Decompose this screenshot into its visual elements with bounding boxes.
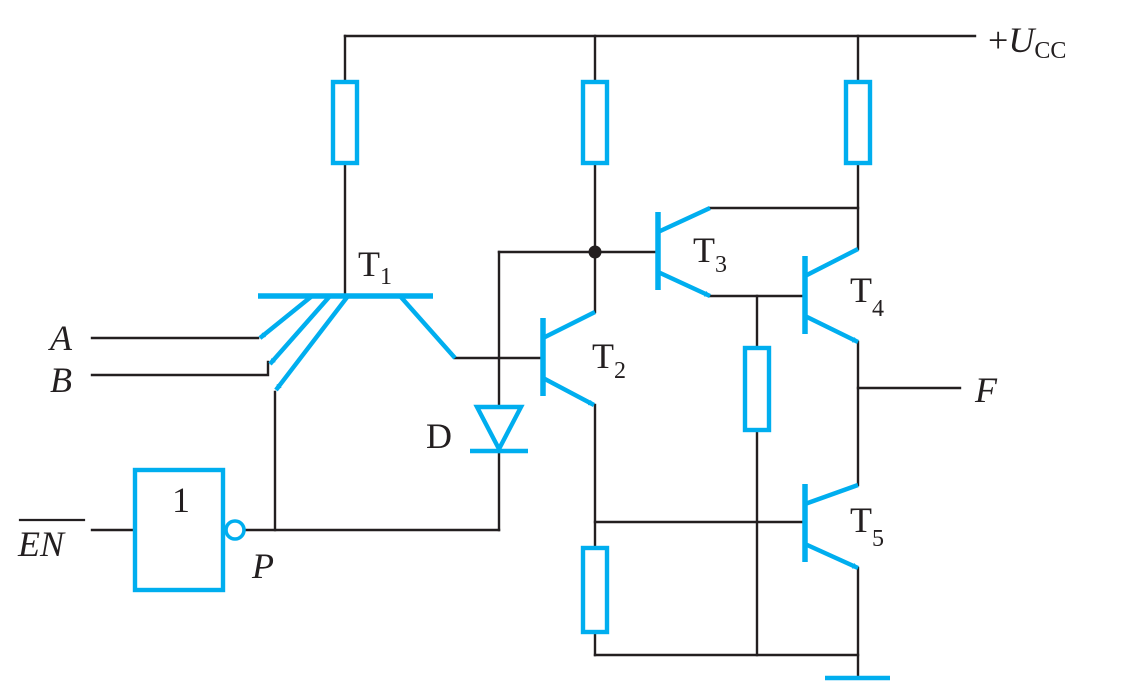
transistor-t3 xyxy=(655,206,711,298)
resistor-r4 xyxy=(742,345,772,433)
resistor-r3 xyxy=(843,79,873,166)
transistor-t1 xyxy=(258,293,457,392)
input-b-label: B xyxy=(50,360,72,400)
input-b-wire xyxy=(90,360,270,377)
t1-collector xyxy=(398,294,457,360)
t2-letter: T xyxy=(592,336,614,376)
components xyxy=(132,79,890,681)
gate-value-label: 1 xyxy=(172,480,190,520)
transistor-t5 xyxy=(802,482,859,571)
t1-letter: T xyxy=(358,244,380,284)
enable-label: EN xyxy=(17,524,66,564)
gate-inversion-bubble xyxy=(224,519,246,541)
t2-subscript: 2 xyxy=(614,358,626,384)
vcc-label: +UCC xyxy=(988,20,1066,64)
t3-label: T3 xyxy=(693,230,727,278)
vcc-sign: + xyxy=(988,20,1008,60)
vcc-symbol: U xyxy=(1008,20,1036,60)
transistor-t2 xyxy=(540,310,596,407)
t3-emitter xyxy=(657,270,711,298)
t4-subscript: 4 xyxy=(872,296,884,322)
input-a-label: A xyxy=(48,318,73,358)
diode-label: D xyxy=(426,416,452,456)
resistor-r1 xyxy=(330,79,360,166)
t1-subscript: 1 xyxy=(380,264,392,290)
diode-triangle xyxy=(473,404,525,454)
vcc-subscript: CC xyxy=(1034,38,1066,64)
node-p-label: P xyxy=(251,546,274,586)
diode-d xyxy=(470,404,528,454)
not-gate xyxy=(132,467,246,593)
t2-emitter xyxy=(541,376,596,407)
t2-label: T2 xyxy=(592,336,626,384)
t2-collector xyxy=(542,310,596,340)
resistor-r2 xyxy=(580,79,610,166)
output-label: F xyxy=(974,370,998,410)
t5-label: T5 xyxy=(850,500,884,552)
t5-subscript: 5 xyxy=(872,526,884,552)
t1-emitter-en xyxy=(274,294,350,392)
t3-subscript: 3 xyxy=(715,252,727,278)
transistor-t4 xyxy=(802,247,859,344)
resistor-r5 xyxy=(580,545,610,635)
t5-letter: T xyxy=(850,500,872,540)
junction-dot xyxy=(588,245,602,259)
t3-collector xyxy=(657,206,711,234)
t4-label: T4 xyxy=(850,270,884,322)
wiring xyxy=(90,34,977,678)
t4-collector xyxy=(804,247,859,278)
t5-emitter xyxy=(804,541,859,571)
t1-emitter-a xyxy=(258,294,314,340)
t1-label: T1 xyxy=(358,244,392,290)
gate-body xyxy=(132,467,226,593)
t1-emitter-b xyxy=(268,294,332,366)
labels: +UCC T1 T2 T3 T4 T5 A B EN P D F 1 xyxy=(17,20,1066,586)
t4-letter: T xyxy=(850,270,872,310)
t4-emitter xyxy=(804,314,859,344)
t5-collector xyxy=(804,482,859,507)
t3-letter: T xyxy=(693,230,715,270)
